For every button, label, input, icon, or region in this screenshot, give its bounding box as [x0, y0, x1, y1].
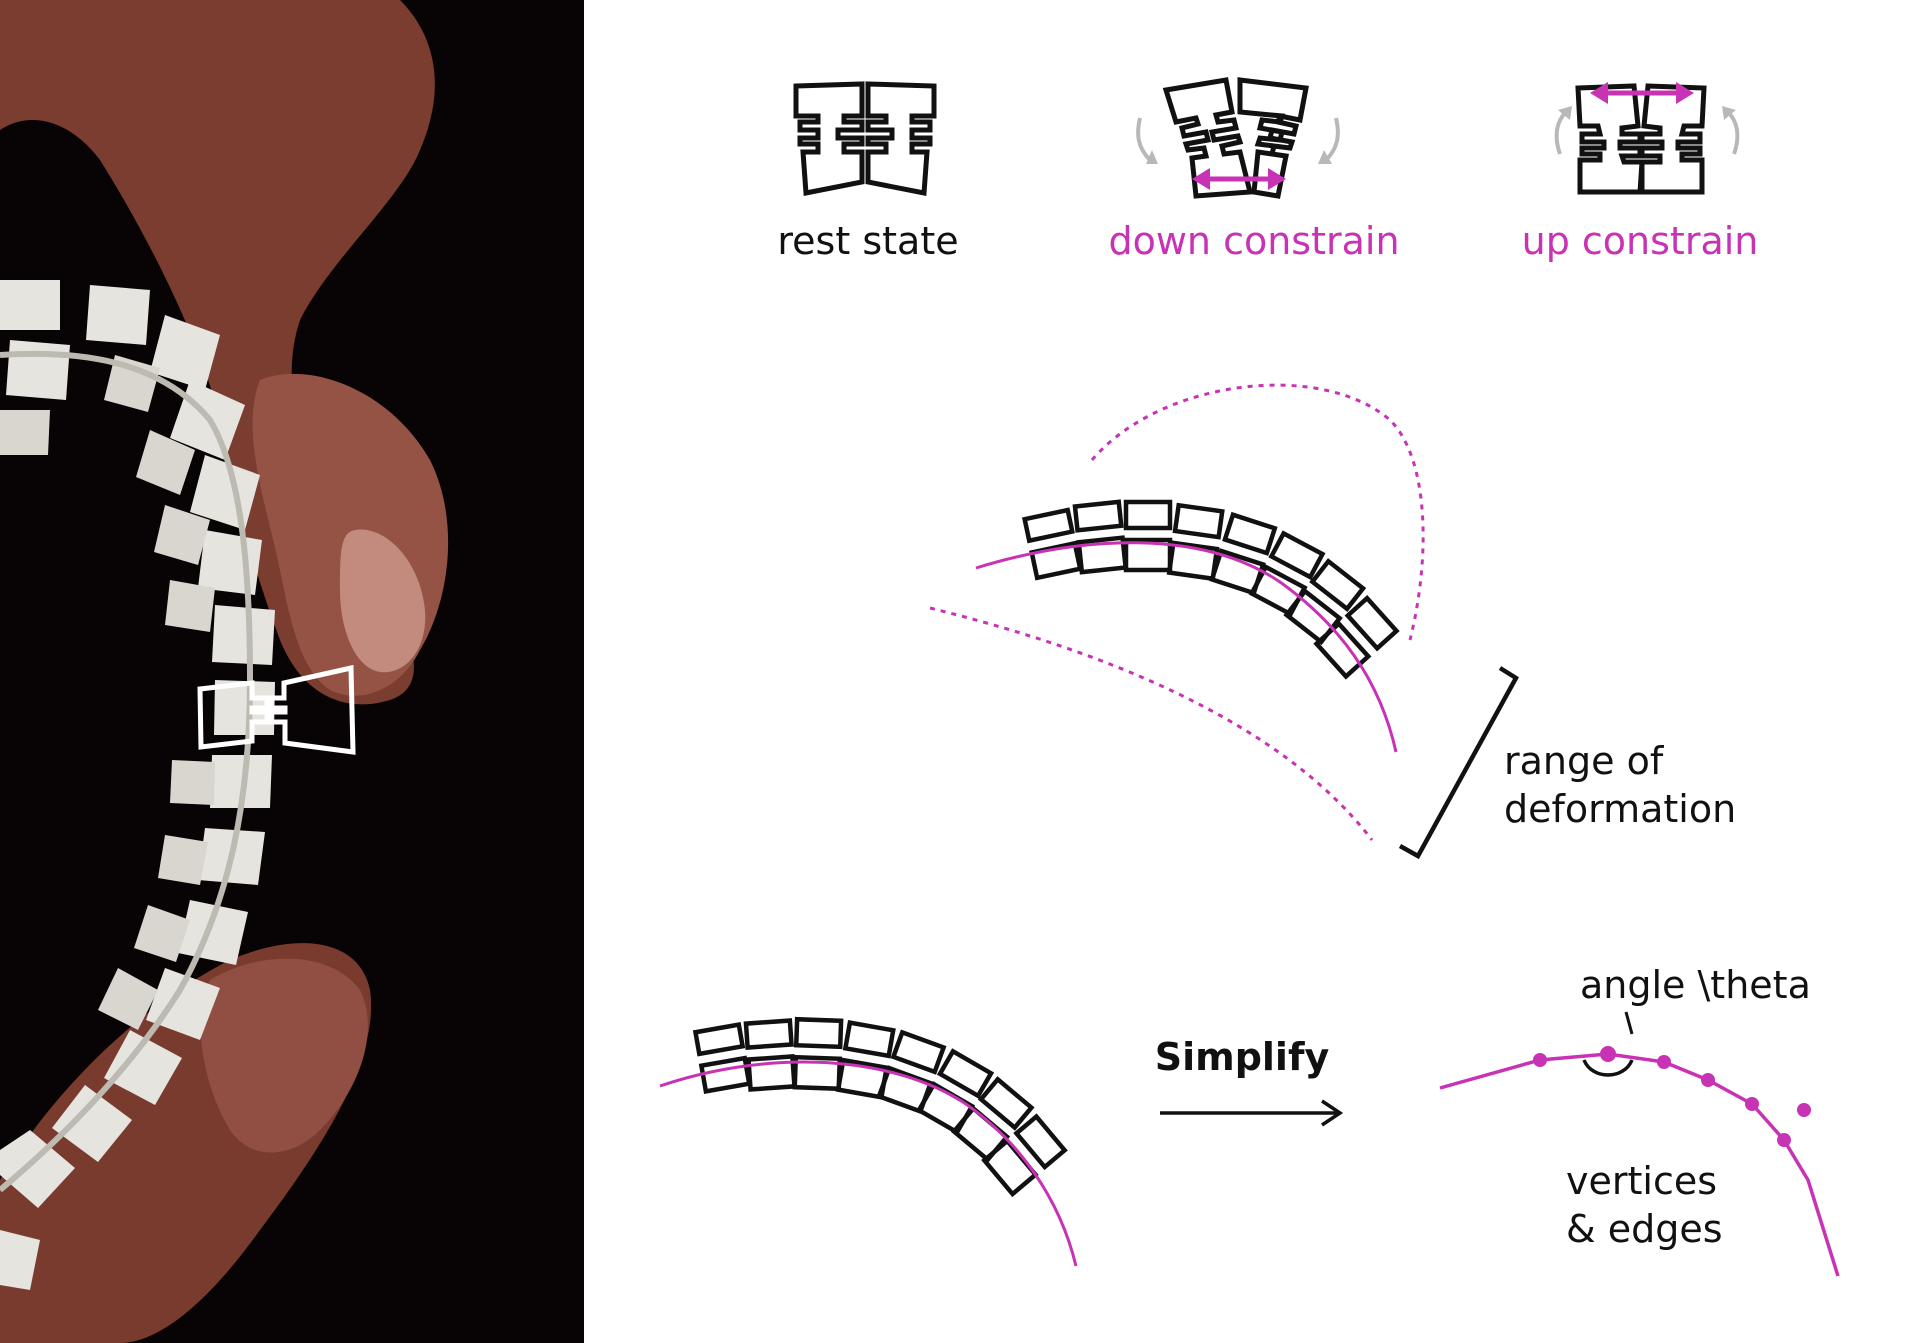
- chain-link: [86, 285, 150, 345]
- thumbnail-shape: [340, 529, 426, 673]
- chain-link: [0, 410, 50, 455]
- down-constrain-arrow-icon: [1192, 168, 1286, 190]
- rotate-arrow-icon: [1136, 117, 1340, 164]
- chain-link: [170, 760, 215, 805]
- vertices-label-line2: & edges: [1566, 1207, 1723, 1251]
- up-constrain-label: up constrain: [1522, 219, 1759, 263]
- chain-link: [154, 505, 210, 565]
- up-constrain-icon: [1575, 83, 1707, 195]
- chain-link: [158, 835, 208, 885]
- vertices-label-line1: vertices: [1566, 1159, 1717, 1203]
- chain-link: [104, 355, 160, 412]
- angle-pointer: [1624, 1011, 1634, 1035]
- up-constrain-arrow-icon: [1590, 82, 1694, 104]
- chain-link: [212, 605, 275, 665]
- graph-vertex: [1777, 1133, 1791, 1147]
- chain-link: [178, 900, 248, 965]
- graph-vertex: [1745, 1097, 1759, 1111]
- centerline-middle: [975, 541, 1398, 753]
- single-link-outline-icon: [197, 664, 356, 755]
- right-arrow-icon: [1160, 1099, 1344, 1127]
- chain-links-inner: [0, 355, 215, 1030]
- chain-link: [0, 280, 60, 330]
- simplify-label: Simplify: [1155, 1035, 1330, 1079]
- lower-thumb-shape: [200, 958, 368, 1153]
- centerline-bottom: [659, 1060, 1078, 1267]
- graph-vertex: [1533, 1053, 1547, 1067]
- bent-chain-middle: [1021, 499, 1400, 680]
- down-constrain-label: down constrain: [1108, 219, 1399, 263]
- angle-arc-icon: [1582, 1059, 1634, 1077]
- rest-state-label: rest state: [777, 219, 958, 263]
- chain-link: [146, 968, 220, 1040]
- chain-link: [0, 1130, 75, 1208]
- graph-vertices: [1533, 1046, 1811, 1147]
- graph-vertex: [1657, 1055, 1671, 1069]
- chain-link: [52, 1085, 132, 1162]
- chain-link: [165, 580, 215, 632]
- chain-link: [0, 1230, 40, 1290]
- chain-link: [150, 315, 220, 390]
- chain-link: [134, 905, 190, 962]
- hand-holding-chain-photo: [0, 0, 449, 1343]
- angle-label: angle \theta: [1580, 963, 1811, 1007]
- chain-link: [136, 430, 195, 495]
- chain-link: [104, 1030, 182, 1105]
- range-bracket: [1398, 666, 1519, 860]
- graph-vertex: [1701, 1073, 1715, 1087]
- range-boundary-lower: [929, 606, 1374, 841]
- rotate-arrow-icon: [1554, 106, 1740, 155]
- range-label-line2: deformation: [1504, 787, 1736, 831]
- rest-state-icon: [793, 81, 937, 196]
- bent-chain-bottom: [692, 1016, 1068, 1198]
- chain-link: [190, 455, 260, 530]
- graph-vertex: [1797, 1103, 1811, 1117]
- down-constrain-icon: [1162, 77, 1309, 199]
- range-boundary-upper: [1090, 383, 1425, 641]
- graph-vertex: [1600, 1046, 1616, 1062]
- photo-panel: [0, 0, 584, 1343]
- chain-link: [210, 755, 272, 808]
- chain-link: [98, 968, 158, 1030]
- range-label-line1: range of: [1504, 739, 1665, 783]
